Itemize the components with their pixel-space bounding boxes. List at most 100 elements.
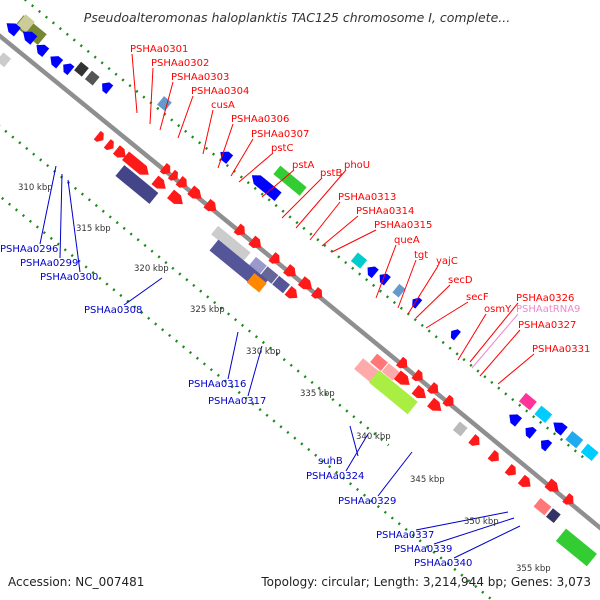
gene-label-forward: PSHAa0315: [374, 220, 432, 231]
forward-gene-arrow: [544, 478, 559, 492]
scale-tick-label: 310 kbp: [18, 183, 53, 193]
label-leader-line: [227, 331, 239, 380]
reverse-gene-arrow: [102, 82, 114, 95]
forward-gene-arrow: [370, 353, 388, 372]
forward-gene-arrow: [272, 275, 290, 294]
scale-tick-label: 315 kbp: [76, 224, 111, 234]
forward-gene-arrow: [233, 223, 245, 236]
label-leader-line: [309, 201, 341, 241]
reverse-gene-arrow: [50, 56, 64, 69]
gene-label-forward: pstA: [292, 160, 314, 171]
label-leader-line: [471, 313, 519, 369]
gene-label-forward: tgt: [414, 250, 428, 261]
gene-block: [555, 528, 597, 567]
label-leader-line: [238, 152, 274, 183]
forward-gene-arrow: [283, 264, 296, 277]
gene-label-forward: PSHAa0302: [151, 58, 209, 69]
forward-gene-arrow: [0, 52, 12, 68]
gene-label-forward: PSHAa0301: [130, 44, 188, 55]
scale-tick-label: 350 kbp: [464, 517, 499, 527]
gene-label-reverse: PSHAa0296: [0, 244, 58, 255]
label-leader-line: [321, 215, 359, 247]
gene-label-reverse: suhB: [318, 456, 343, 467]
gene-label-reverse: PSHAa0299: [20, 258, 78, 269]
label-leader-line: [202, 109, 214, 155]
reverse-gene-arrow: [251, 175, 282, 202]
label-leader-line: [131, 53, 138, 114]
accession-label: Accession: NC_007481: [8, 575, 144, 589]
forward-gene-arrow: [284, 286, 298, 299]
reverse-gene-arrow: [220, 151, 234, 164]
reverse-gene-arrow: [36, 44, 50, 58]
gene-label-forward: pstB: [320, 168, 342, 179]
gene-label-forward: PSHAa0307: [251, 129, 309, 140]
gene-label-reverse: PSHAa0339: [394, 544, 452, 555]
gene-label-reverse: PSHAa0337: [376, 530, 434, 541]
forward-gene-arrow: [268, 252, 280, 264]
gene-block: [115, 165, 159, 204]
scale-tick-label: 325 kbp: [190, 305, 225, 315]
label-leader-line: [345, 433, 369, 472]
topology-label: Topology: circular; Length: 3,214,944 bp…: [260, 575, 591, 589]
forward-gene-arrow: [427, 397, 442, 411]
label-leader-line: [295, 169, 347, 229]
label-leader-line: [377, 451, 413, 497]
gene-label-forward: phoU: [344, 160, 370, 171]
scale-tick-label: 345 kbp: [410, 475, 445, 485]
forward-gene-arrow: [167, 189, 183, 205]
gene-label-reverse: PSHAa0300: [40, 272, 98, 283]
gene-label-reverse: PSHAa0317: [208, 396, 266, 407]
forward-gene-arrow: [381, 363, 400, 381]
label-leader-line: [149, 67, 154, 125]
forward-gene-arrow: [533, 498, 552, 516]
reverse-gene-arrow: [540, 439, 553, 452]
forward-gene-arrow: [411, 385, 426, 399]
reverse-gene-arrow: [379, 273, 391, 286]
label-leader-line: [59, 173, 63, 259]
forward-gene-arrow: [167, 169, 178, 181]
label-leader-line: [425, 301, 469, 329]
forward-gene-arrow: [151, 175, 166, 189]
reverse-gene-arrow: [518, 392, 537, 411]
scale-tick-label: 355 kbp: [516, 564, 551, 574]
gene-label-forward: secF: [466, 292, 489, 303]
reverse-gene-arrow: [509, 414, 523, 427]
gc-dotted-line: [23, 0, 586, 460]
label-leaders: [39, 53, 535, 559]
gene-label-forward: PSHAa0313: [338, 192, 396, 203]
scale-tick-label: 320 kbp: [134, 264, 169, 274]
reverse-gene-arrow: [525, 427, 537, 439]
gene-label-reverse: PSHAa0308: [84, 305, 142, 316]
label-leader-line: [397, 259, 417, 309]
gene-label-forward: PSHAa0314: [356, 206, 414, 217]
gene-label-forward: secD: [448, 275, 473, 286]
reverse-gene-arrow: [534, 405, 553, 423]
reverse-gene-arrow: [157, 96, 172, 112]
label-leader-line: [217, 123, 234, 169]
reverse-gene-arrow: [450, 329, 461, 341]
gene-label-forward: yajC: [436, 256, 458, 267]
gene-label-reverse: PSHAa0340: [414, 558, 472, 569]
label-leader-line: [349, 425, 359, 457]
gene-label-reverse: PSHAa0324: [306, 471, 364, 482]
forward-gene-arrow: [175, 176, 187, 188]
label-leader-line: [433, 517, 515, 545]
scale-tick-label: 335 kbp: [300, 389, 335, 399]
gene-block: [246, 273, 267, 293]
reverse-gene-arrow: [580, 443, 599, 462]
reverse-gene-arrow: [392, 283, 406, 298]
gene-labels: PSHAa0301PSHAa0302PSHAa0303PSHAa0304cusA…: [0, 44, 590, 569]
forward-gene-arrow: [159, 163, 171, 175]
reverse-gene-arrow: [553, 422, 568, 436]
forward-gene-arrow: [517, 474, 531, 488]
forward-gene-arrow: [297, 276, 313, 290]
forward-gene-arrow: [248, 256, 267, 275]
gene-label-forward: PSHAa0327: [518, 320, 576, 331]
gene-label-forward: PSHAatRNA9: [516, 304, 580, 315]
forward-gene-arrow: [211, 225, 251, 261]
label-leader-line: [457, 313, 487, 361]
label-leader-line: [67, 179, 81, 273]
gene-track: [0, 14, 599, 567]
